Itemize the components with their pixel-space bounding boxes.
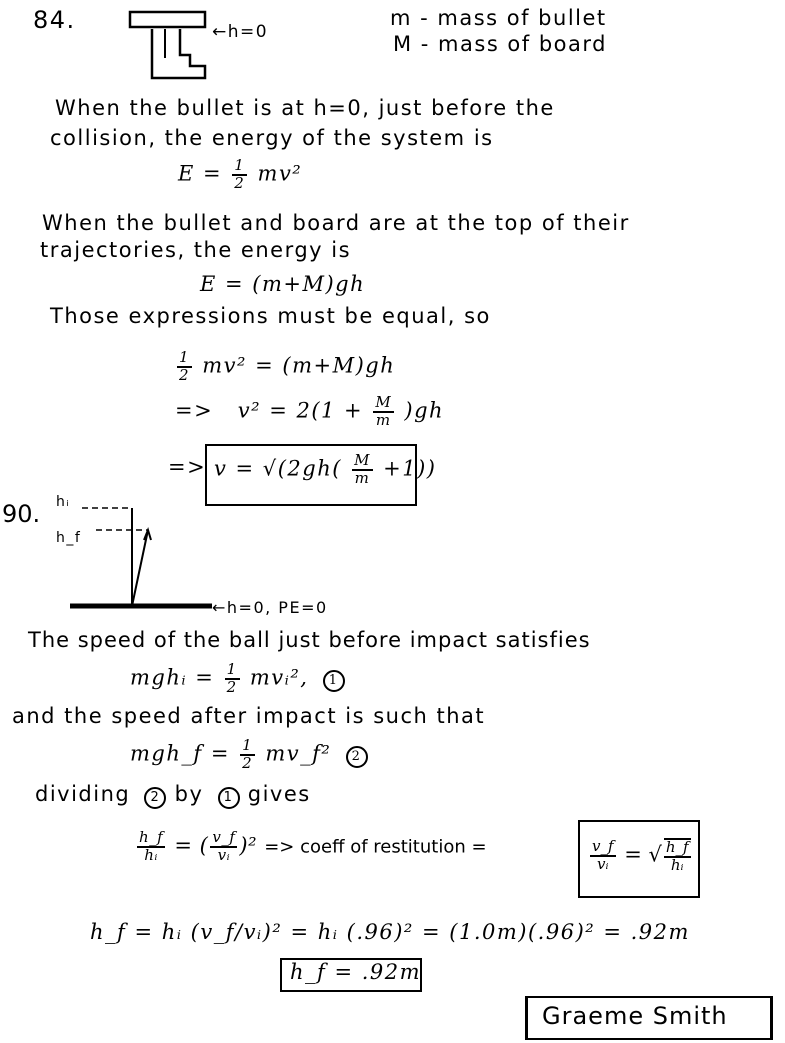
denominator: hᵢ: [144, 845, 158, 864]
text-line: Those expressions must be equal, so: [50, 304, 491, 328]
eq-rest: mv² = (m+M)gh: [202, 353, 396, 378]
word: dividing: [35, 782, 131, 806]
problem-84-number: 84.: [33, 6, 76, 34]
answer-box-84: [205, 444, 417, 506]
denominator: hᵢ: [670, 855, 684, 874]
eq-sqrt: = √: [624, 842, 662, 867]
numerator: 1: [224, 660, 240, 680]
implies-arrow: =>: [175, 398, 214, 423]
eq-lhs: mghᵢ =: [130, 665, 215, 690]
eq-end: )²: [239, 833, 258, 858]
signature-box: [525, 996, 773, 1040]
bouncing-ball-diagram: [70, 507, 212, 609]
signature: Graeme Smith: [542, 1002, 728, 1030]
eq-lhs: v² = 2(1 +: [237, 398, 364, 423]
denominator: 2: [179, 365, 191, 384]
numerator: h_f: [663, 838, 691, 858]
ground-label: ←h=0, PE=0: [212, 598, 328, 617]
eq-rhs: +1)): [383, 456, 437, 481]
text-line: collision, the energy of the system is: [50, 126, 494, 150]
hi-label: hᵢ: [56, 494, 71, 510]
equation-tag: 1: [217, 787, 240, 809]
eq-lhs: mgh_f =: [130, 741, 230, 766]
numerator: h_f: [137, 828, 166, 848]
text-line: When the bullet is at h=0, just before t…: [55, 96, 555, 120]
numerator: 1: [232, 156, 248, 176]
board-bullet-diagram: [128, 10, 207, 80]
answer-box-90: [280, 958, 422, 992]
eq-lhs: v = √(2gh(: [214, 456, 342, 481]
eq-rhs: mvᵢ²,: [249, 665, 309, 690]
equation-tag: 1: [322, 670, 345, 693]
text-line: When the bullet and board are at the top…: [42, 211, 630, 235]
text-line: and the speed after impact is such that: [12, 704, 486, 728]
eq-lhs: E =: [178, 161, 223, 186]
denominator: 2: [234, 173, 246, 192]
denominator: m: [375, 410, 392, 429]
equation-potential-energy: E = (m+M)gh: [200, 272, 366, 296]
definition-m: m - mass of bullet: [390, 6, 607, 30]
denominator: 2: [226, 677, 238, 696]
equation-v-arrow: =>: [168, 455, 207, 479]
word: by: [174, 782, 204, 806]
text-line: trajectories, the energy is: [40, 238, 352, 262]
denominator: m: [354, 468, 371, 487]
denominator: 2: [242, 753, 254, 772]
problem-90-number: 90.: [2, 500, 41, 528]
eq-rhs: mv²: [257, 161, 303, 186]
answer-box-coefficient: [578, 820, 700, 898]
word: gives: [247, 782, 311, 806]
denominator: vᵢ: [597, 854, 609, 873]
final-answer: h_f = .92m: [290, 960, 422, 984]
numerator: 1: [240, 736, 256, 756]
numerator: v_f: [210, 828, 238, 848]
equation-tag: 2: [345, 746, 368, 769]
eq-rhs: )gh: [404, 398, 445, 423]
numerator: v_f: [590, 837, 616, 857]
equation-tag: 2: [144, 787, 167, 809]
text-line: The speed of the ball just before impact…: [28, 628, 591, 652]
numerator: M: [352, 451, 373, 471]
h-zero-label: ←h=0: [212, 22, 269, 42]
denominator: vᵢ: [217, 845, 231, 864]
eq-rhs: mv_f²: [265, 741, 332, 766]
eq-mid: = (: [174, 833, 209, 858]
hf-label: h_f: [56, 530, 82, 546]
text-line: dividing 2 by 1 gives: [35, 782, 311, 809]
equation-final: h_f = hᵢ (v_f/vᵢ)² = hᵢ (.96)² = (1.0m)(…: [90, 920, 690, 944]
numerator: M: [373, 393, 395, 413]
definition-M: M - mass of board: [393, 32, 607, 56]
numerator: 1: [177, 348, 193, 368]
restitution-text: => coeff of restitution =: [264, 836, 487, 858]
